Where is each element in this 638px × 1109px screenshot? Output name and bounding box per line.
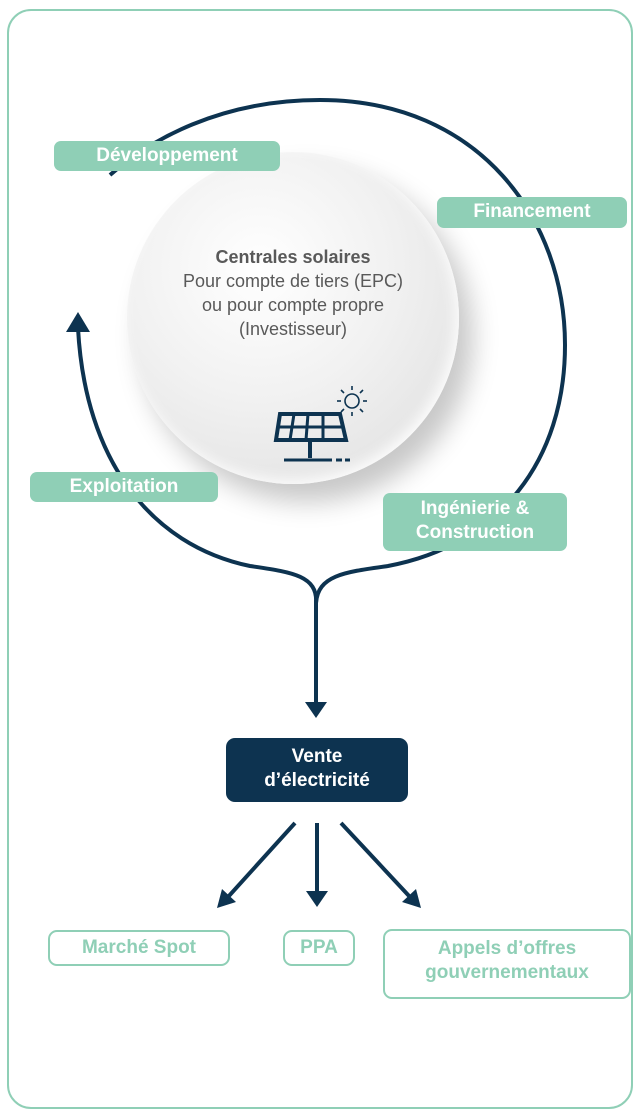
center-title: Centrales solaires: [215, 247, 371, 267]
arrow-to-spot-head: [217, 889, 236, 908]
sun-icon: [337, 386, 367, 416]
center-line-2: ou pour compte propre: [201, 295, 385, 315]
tag-engineering-line-1: Ingénierie &: [420, 498, 530, 519]
arrow-to-tenders: [339, 821, 412, 899]
outlet-tenders-line-2: gouvernementaux: [425, 962, 589, 983]
tag-engineering-line-2: Construction: [415, 522, 535, 543]
cycle-loop-path: [76, 327, 319, 604]
solar-panel-icon: [273, 386, 367, 462]
panel-shape: [273, 412, 350, 462]
arrow-to-spot: [226, 821, 297, 899]
outlet-tenders: Appels d’offres gouvernementaux: [383, 929, 631, 999]
center-line-1: Pour compte de tiers (EPC): [182, 271, 404, 291]
tag-engineering: Ingénierie & Construction: [383, 493, 567, 551]
arrow-to-ppa-head: [306, 891, 328, 907]
center-line-3: (Investisseur): [238, 319, 348, 339]
sale-box: Vente d’électricité: [226, 738, 408, 802]
outlet-spot: Marché Spot: [48, 930, 230, 966]
cycle-arrowhead: [66, 312, 90, 332]
center-text: Centrales solaires Pour compte de tiers …: [137, 245, 449, 341]
arrow-to-tenders-head: [402, 889, 421, 908]
tag-operation: Exploitation: [30, 472, 218, 502]
sale-line-1: Vente: [291, 746, 343, 767]
outlet-ppa: PPA: [283, 930, 355, 966]
tag-development: Développement: [54, 141, 280, 171]
tag-financing: Financement: [437, 197, 627, 228]
outlet-tenders-line-1: Appels d’offres: [437, 938, 577, 959]
cycle-loop-path-right: [108, 97, 568, 604]
arrow-to-sale-head: [305, 702, 327, 718]
sale-line-2: d’électricité: [264, 770, 370, 791]
